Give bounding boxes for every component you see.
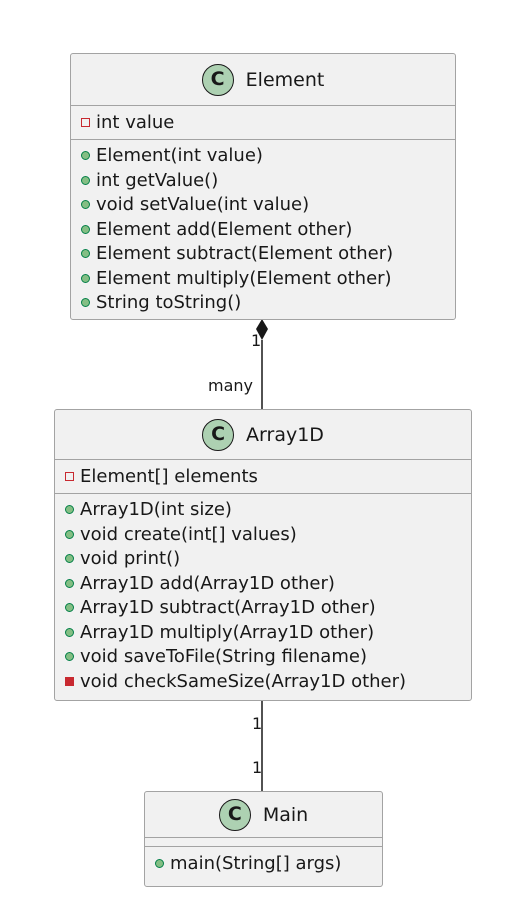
method-text: Element add(Element other) [96,218,353,240]
method-row: Array1D subtract(Array1D other) [65,596,471,621]
public-visibility-icon [65,578,74,588]
method-row: Element(int value) [81,144,455,169]
multiplicity-label: 1 [252,758,263,777]
method-row: Array1D multiply(Array1D other) [65,620,471,645]
public-visibility-icon [81,249,90,259]
public-visibility-icon [65,652,74,662]
private-method-visibility-icon [65,676,74,686]
public-visibility-icon [81,175,90,185]
method-text: void saveToFile(String filename) [80,646,367,668]
method-row: main(String[] args) [155,851,382,876]
class-name: Element [245,68,325,91]
method-row: Element subtract(Element other) [81,242,455,267]
public-visibility-icon [65,554,74,564]
method-text: Array1D multiply(Array1D other) [80,621,375,643]
method-text: Element multiply(Element other) [96,267,392,289]
class-name: Main [262,803,309,826]
attributes-section: Element[] elements [55,460,471,494]
method-text: String toString() [96,292,242,314]
method-text: void print() [80,548,181,570]
method-text: Element subtract(Element other) [96,243,394,265]
class-c-icon: C [218,798,251,831]
public-visibility-icon [81,151,90,161]
class-name: Array1D [246,423,324,446]
method-text: Array1D(int size) [80,499,232,521]
class-main[interactable]: C Main main(String[] args) [144,791,383,887]
attributes-section [145,838,382,847]
attribute-row: Element[] elements [65,464,471,489]
public-visibility-icon [65,505,74,515]
class-header: C Element [71,54,455,106]
method-row: void saveToFile(String filename) [65,645,471,670]
class-array1d[interactable]: C Array1D Element[] elements Array1D(int… [54,409,472,701]
class-header: C Array1D [55,410,471,460]
method-text: main(String[] args) [170,852,342,874]
class-c-icon: C [201,63,234,96]
method-row: void print() [65,547,471,572]
method-row: Array1D(int size) [65,498,471,523]
methods-section: main(String[] args) [145,847,382,880]
method-row: String toString() [81,291,455,316]
method-row: Element add(Element other) [81,217,455,242]
attributes-section: int value [71,106,455,140]
method-text: Array1D subtract(Array1D other) [80,597,376,619]
methods-section: Element(int value) int getValue() void s… [71,140,455,320]
composition-diamond [256,319,268,340]
public-visibility-icon [65,529,74,539]
multiplicity-label: 1 [252,714,263,733]
multiplicity-label: many [208,376,253,395]
public-visibility-icon [81,224,90,234]
method-text: int getValue() [96,169,219,191]
class-c-icon: C [202,418,235,451]
public-visibility-icon [81,200,90,210]
methods-section: Array1D(int size) void create(int[] valu… [55,494,471,698]
public-visibility-icon [65,603,74,613]
private-visibility-icon [81,117,90,127]
multiplicity-label: 1 [251,331,262,350]
attribute-text: int value [96,111,175,133]
method-row: void setValue(int value) [81,193,455,218]
public-visibility-icon [65,627,74,637]
public-visibility-icon [81,298,90,308]
method-row: Array1D add(Array1D other) [65,571,471,596]
public-visibility-icon [155,858,164,868]
attribute-text: Element[] elements [80,465,258,487]
private-visibility-icon [65,471,74,481]
method-text: void create(int[] values) [80,523,297,545]
method-row: void checkSameSize(Array1D other) [65,669,471,694]
method-row: int getValue() [81,168,455,193]
method-text: Array1D add(Array1D other) [80,572,335,594]
public-visibility-icon [81,273,90,283]
attribute-row: int value [81,110,455,135]
method-text: Element(int value) [96,145,263,167]
method-row: void create(int[] values) [65,522,471,547]
method-text: void setValue(int value) [96,194,310,216]
method-row: Element multiply(Element other) [81,266,455,291]
class-header: C Main [145,792,382,838]
class-element[interactable]: C Element int value Element(int value) i… [70,53,456,320]
method-text: void checkSameSize(Array1D other) [80,670,407,692]
